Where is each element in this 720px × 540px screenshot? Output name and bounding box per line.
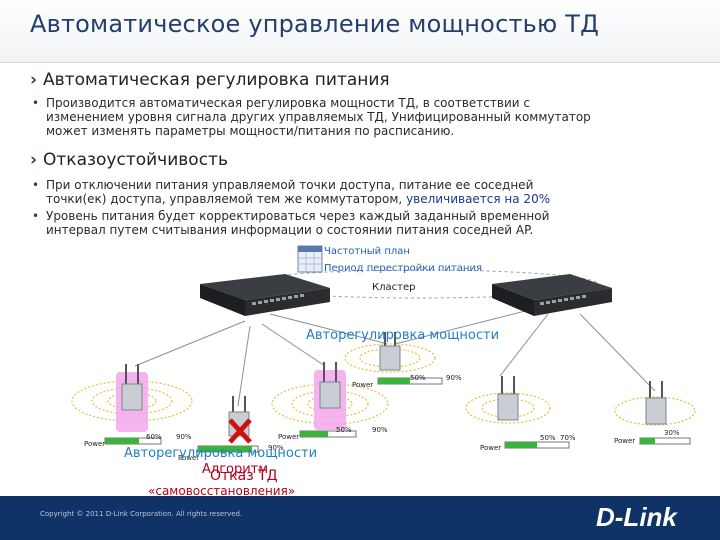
access-point-center	[379, 332, 401, 371]
diagram-svg	[71, 245, 696, 453]
section-heading-auto-power: ›Автоматическая регулировка питания	[30, 70, 390, 90]
self-healing-label: «самовосстановления»	[148, 484, 296, 498]
failure-x-icon	[228, 418, 252, 444]
title-bar: Автоматическое управление мощностью ТД	[0, 0, 720, 63]
algorithm-label: Алгоритм	[202, 462, 269, 477]
bullet-line: Производится автоматическая регулировка …	[46, 96, 530, 110]
pct-center-b: 90%	[446, 374, 462, 382]
bullet-neighbor-power: • При отключении питания управляемой точ…	[32, 178, 550, 206]
bullet-dot-icon: •	[32, 178, 40, 192]
section-heading-fault-tolerance: ›Отказоустойчивость	[30, 150, 228, 170]
bullet-line: При отключении питания управляемой точки…	[46, 178, 534, 192]
power-label-mid: Power	[278, 433, 300, 441]
cluster-label: Кластер	[372, 282, 416, 293]
period-label: Период перестройки питания	[324, 263, 482, 274]
network-diagram: Частотный план Период перестройки питани…	[0, 236, 720, 506]
copyright-text: Copyright © 2011 D-Link Corporation. All…	[40, 510, 243, 518]
bullet-line: может изменять параметры мощности/питани…	[46, 124, 455, 138]
pct-far-right: 30%	[664, 429, 680, 437]
power-label-left: Power	[84, 440, 106, 448]
pct-center-a: 50%	[410, 374, 426, 382]
page-title: Автоматическое управление мощностью ТД	[30, 10, 600, 38]
bullet-line: Уровень питания будет корректироваться ч…	[46, 209, 550, 223]
power-label-right: Power	[480, 444, 502, 452]
power-bars	[104, 377, 691, 453]
bullet-dot-icon: •	[32, 96, 40, 110]
auto-power-top-label: Авторегулировка мощности	[306, 328, 500, 343]
dlink-logo: D-Link	[596, 502, 677, 532]
section-heading-text: Отказоустойчивость	[43, 150, 228, 170]
bullet-line: изменением уровня сигнала других управля…	[46, 110, 591, 124]
footer-bar: Copyright © 2011 D-Link Corporation. All…	[0, 496, 720, 540]
access-point-mid-highlighted	[314, 362, 346, 430]
access-point-far-right	[645, 381, 667, 425]
power-label-center: Power	[352, 381, 374, 389]
pct-left-b: 90%	[176, 433, 192, 441]
ap-failure-label: Отказ ТД	[210, 468, 278, 484]
switch-left	[200, 274, 330, 316]
access-point-left-highlighted	[116, 364, 148, 432]
connection-lines	[134, 305, 656, 407]
chevron-right-icon: ›	[30, 70, 38, 90]
bullet-line-prefix: точки(ек) доступа, управляемой тем же ко…	[46, 192, 407, 206]
access-point-right	[497, 376, 519, 421]
auto-power-bottom-label: Авторегулировка мощности	[124, 446, 318, 461]
pct-mid-a: 50%	[336, 426, 352, 434]
bullet-auto-power: • Производится автоматическая регулировк…	[32, 96, 591, 138]
pct-mid-b: 90%	[372, 426, 388, 434]
calendar-icon	[297, 245, 323, 273]
pct-right-a: 50%	[540, 434, 556, 442]
bullet-dot-icon: •	[32, 209, 40, 223]
chevron-right-icon: ›	[30, 150, 38, 170]
power-label-failover: Power	[178, 454, 200, 462]
bullet-line: точки(ек) доступа, управляемой тем же ко…	[46, 192, 550, 206]
bullet-line: интервал путем считывания информации о с…	[46, 223, 534, 237]
bullet-periodic-adjust: • Уровень питания будет корректироваться…	[32, 209, 550, 237]
pct-left-a: 60%	[146, 433, 162, 441]
switch-right	[492, 274, 612, 316]
power-label-far-right: Power	[614, 437, 636, 445]
pct-right-b: 70%	[560, 434, 576, 442]
schedule-label: Частотный план	[324, 246, 410, 257]
section-heading-text: Автоматическая регулировка питания	[43, 70, 390, 90]
highlight-increase: увеличивается на 20%	[406, 192, 551, 206]
pct-mid-c: 90%	[268, 444, 284, 452]
